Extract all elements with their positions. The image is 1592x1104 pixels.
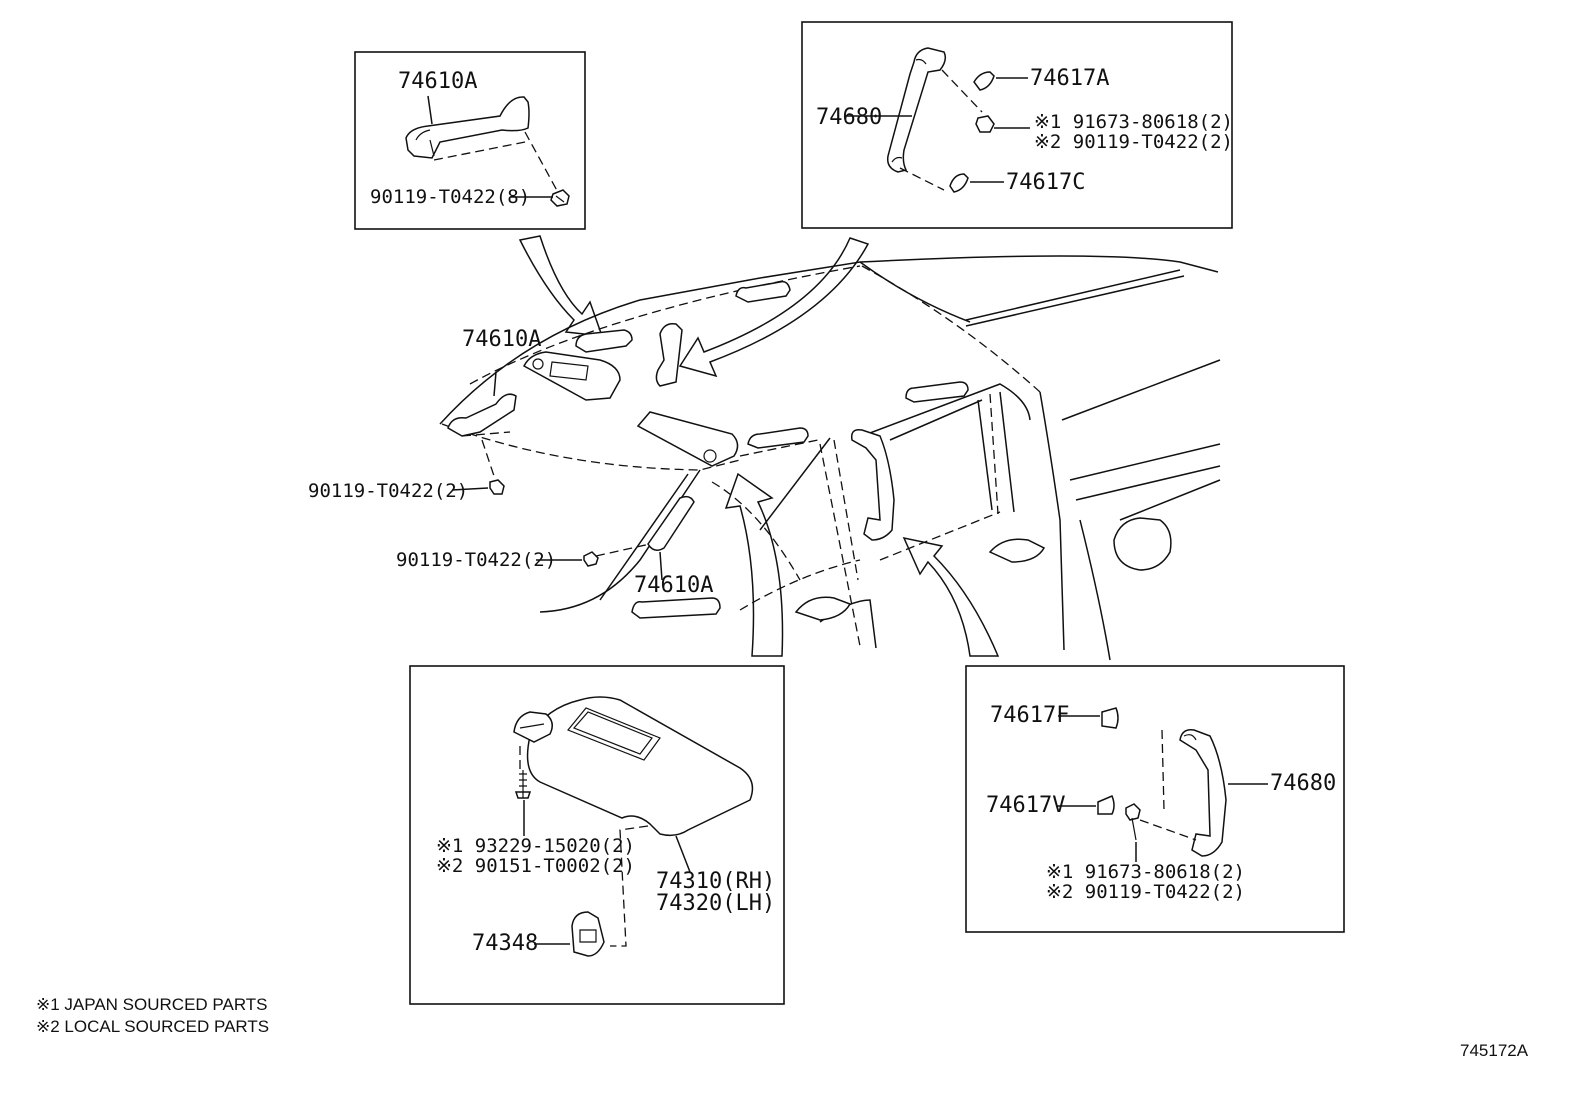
screw-icon	[550, 189, 570, 207]
label-74348: 74348	[472, 931, 538, 956]
label-screw-local-box4: ※2 90119-T0422(2)	[1046, 881, 1245, 903]
box-rear-grip-2: 74617F 74617V 74680 ※1 91673-80618(2) ※2…	[965, 665, 1345, 933]
visor-holder-icon	[571, 911, 605, 957]
label-74680-box: 74680	[816, 105, 882, 130]
screw-icon	[489, 479, 505, 495]
cover-74617A-icon	[973, 71, 995, 91]
sun-visor-illustration	[513, 696, 754, 837]
screw-icon	[583, 551, 599, 567]
box-sun-visor: ※1 93229-15020(2) ※2 90151-T0002(2) 7431…	[409, 665, 785, 1005]
arrow-icon	[678, 237, 870, 378]
label-screw-pillar: 90119-T0422(2)	[396, 549, 556, 571]
label-74610A-front: 74610A	[462, 327, 541, 352]
label-74680-box2: 74680	[1270, 771, 1336, 796]
screw-icon	[1125, 803, 1141, 841]
diagram-id: 745172A	[1460, 1041, 1529, 1060]
box-assist-grip: 74610A 90119-T0422(8)	[354, 51, 586, 230]
label-visor-lh: 74320(LH)	[656, 891, 775, 916]
legend-note-local: ※2 LOCAL SOURCED PARTS	[36, 1017, 269, 1036]
label-screw-japan-box2: ※1 91673-80618(2)	[1034, 111, 1233, 133]
label-screw-front: 90119-T0422(2)	[308, 480, 468, 502]
cover-74617C-icon	[949, 173, 969, 193]
label-74610A-box: 74610A	[398, 69, 477, 94]
box-rear-grip: 74680 74617A ※1 91673-80618(2) ※2 90119-…	[801, 21, 1233, 229]
label-74610A-pillar: 74610A	[634, 573, 713, 598]
label-74617V: 74617V	[986, 793, 1065, 818]
label-screw-japan-box4: ※1 91673-80618(2)	[1046, 861, 1245, 883]
vehicle-interior-sketch	[439, 255, 1221, 661]
legend-note-japan: ※1 JAPAN SOURCED PARTS	[36, 995, 268, 1014]
label-visor-rh: 74310(RH)	[656, 869, 775, 894]
cover-74617V-icon	[1097, 795, 1115, 815]
label-74617A: 74617A	[1030, 66, 1109, 91]
label-screw-local-box2: ※2 90119-T0422(2)	[1034, 131, 1233, 153]
assist-grip-illustration	[405, 96, 530, 159]
cover-74617F-icon	[1101, 707, 1119, 729]
label-74617F: 74617F	[990, 703, 1069, 728]
grip-74680-illustration	[886, 47, 947, 173]
arrow-icon	[902, 536, 1000, 657]
label-screw-japan-visor: ※1 93229-15020(2)	[436, 835, 635, 857]
label-screw-box1: 90119-T0422(8)	[370, 186, 530, 208]
arrow-icon	[518, 235, 604, 337]
grip-74680-illustration	[1179, 728, 1227, 857]
label-screw-local-visor: ※2 90151-T0002(2)	[436, 855, 635, 877]
screw-icon	[975, 115, 995, 133]
arrow-icon	[724, 472, 784, 657]
label-74617C: 74617C	[1006, 170, 1085, 195]
screw-icon	[514, 770, 532, 799]
